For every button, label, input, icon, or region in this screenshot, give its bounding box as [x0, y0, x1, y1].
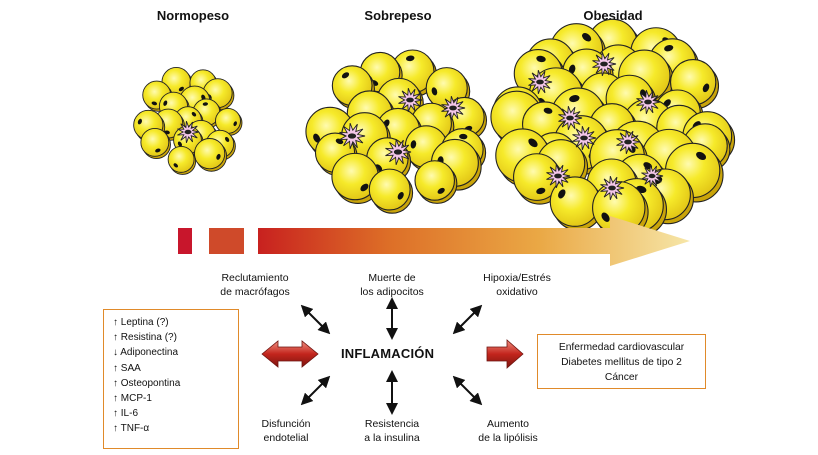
- marker-arrow-icon: ↑: [113, 317, 118, 328]
- markers-box: ↑ Leptina (?) ↑ Resistina (?) ↓ Adiponec…: [103, 309, 239, 449]
- process-endothelial-dysfunction: Disfunción endotelial: [231, 417, 341, 445]
- process-line: Muerte de: [368, 272, 416, 284]
- macrophage: [528, 69, 553, 95]
- macrophage: [398, 87, 423, 113]
- progression-arrow: [258, 216, 690, 266]
- process-line: Resistencia: [364, 418, 420, 430]
- marker-arrow-icon: ↓: [113, 347, 118, 359]
- process-line: Reclutamiento: [221, 272, 289, 284]
- macrophage: [616, 129, 641, 155]
- macrophage: [558, 105, 583, 131]
- stage-title-normopeso: Normopeso: [156, 8, 230, 23]
- macrophage: [546, 163, 571, 189]
- process-line: Aumento: [486, 418, 530, 430]
- outcome-item: Diabetes mellitus de tipo 2: [561, 357, 682, 368]
- outcomes-box: Enfermedad cardiovascular Diabetes melli…: [537, 334, 706, 389]
- markers-list: ↑ Leptina (?) ↑ Resistina (?) ↓ Adiponec…: [104, 310, 238, 437]
- marker-arrow-icon: ↑: [113, 393, 118, 405]
- macrophage: [592, 51, 617, 77]
- marker-label: TNF-α: [120, 423, 150, 435]
- process-line: los adipocitos: [360, 286, 424, 298]
- process-line: de macrófagos: [220, 286, 290, 298]
- marker-item: ↑ MCP-1: [113, 391, 238, 406]
- macrophage: [636, 89, 661, 115]
- macrophage: [177, 120, 200, 144]
- marker-item: ↑ IL-6: [113, 406, 238, 421]
- marker-label: MCP-1: [120, 393, 152, 405]
- marker-label: SAA: [120, 362, 141, 374]
- marker-arrow-icon: ↑: [113, 408, 118, 420]
- macrophage: [441, 95, 466, 121]
- outcomes-list: Enfermedad cardiovascular Diabetes melli…: [538, 335, 705, 385]
- process-lipolysis: Aumento de la lipólisis: [453, 417, 563, 445]
- marker-arrow-icon: ↑: [113, 362, 118, 374]
- marker-label: IL-6: [120, 408, 139, 420]
- adipocyte: [140, 127, 171, 160]
- marker-arrow-icon: ↑: [113, 423, 118, 435]
- progression-block-2: [209, 228, 244, 254]
- process-line: oxidativo: [496, 286, 538, 298]
- outcome-item: Enfermedad cardiovascular: [558, 342, 685, 353]
- marker-item: ↑ Resistina (?): [113, 330, 238, 345]
- marker-item: ↑ Leptina (?): [113, 315, 238, 330]
- marker-item: ↑ TNF-α: [113, 421, 238, 436]
- marker-label: Resistina (?): [120, 332, 177, 344]
- adipose-cluster-obesidad: [490, 18, 736, 239]
- outcome-item: Cáncer: [604, 372, 639, 383]
- inflammation-label: INFLAMACIÓN: [341, 346, 435, 361]
- marker-item: ↑ SAA: [113, 361, 238, 376]
- macrophage: [339, 122, 366, 150]
- process-line: Hipoxia/Estrés: [483, 272, 551, 284]
- macrophage: [641, 164, 664, 188]
- link-arrow-hypoxia: [452, 304, 483, 335]
- marker-item: ↑ Osteopontina: [113, 376, 238, 391]
- adipose-cluster-normopeso: [133, 67, 243, 175]
- adipocyte: [331, 152, 382, 204]
- process-hypoxia: Hipoxia/Estrés oxidativo: [462, 271, 572, 299]
- marker-label: Osteopontina: [120, 377, 181, 389]
- link-arrow-endothelial: [300, 375, 331, 406]
- marker-item: ↓ Adiponectina: [113, 345, 238, 360]
- process-insulin-resistance: Resistencia a la insulina: [337, 417, 447, 445]
- process-line: a la insulina: [364, 432, 420, 444]
- process-line: Disfunción: [261, 418, 311, 430]
- marker-arrow-icon: ↑: [113, 377, 118, 389]
- marker-arrow-icon: ↑: [113, 332, 118, 344]
- macrophage: [572, 125, 597, 151]
- adipocyte: [167, 145, 197, 175]
- marker-label: Leptina (?): [120, 317, 169, 328]
- adipose-cluster-sobrepeso: [305, 49, 488, 214]
- adipocyte: [368, 168, 414, 214]
- marker-label: Adiponectina: [120, 347, 179, 359]
- adipocyte: [215, 107, 243, 136]
- link-arrow-macrophages: [300, 304, 331, 335]
- macrophage: [385, 138, 412, 166]
- red-double-arrow: [261, 340, 319, 368]
- adipocyte: [194, 138, 228, 172]
- macrophage: [600, 175, 625, 201]
- process-line: endotelial: [263, 432, 309, 444]
- process-adipocyte-death: Muerte de los adipocitos: [337, 271, 447, 299]
- progression-block-1: [178, 228, 192, 254]
- process-line: de la lipólisis: [478, 432, 538, 444]
- adipocyte: [414, 160, 458, 204]
- process-macrophage-recruitment: Reclutamiento de macrófagos: [200, 271, 310, 299]
- stage-title-obesidad: Obesidad: [583, 8, 643, 23]
- red-right-arrow: [486, 339, 524, 369]
- link-arrow-lipolysis: [452, 375, 483, 406]
- stage-title-sobrepeso: Sobrepeso: [364, 8, 432, 23]
